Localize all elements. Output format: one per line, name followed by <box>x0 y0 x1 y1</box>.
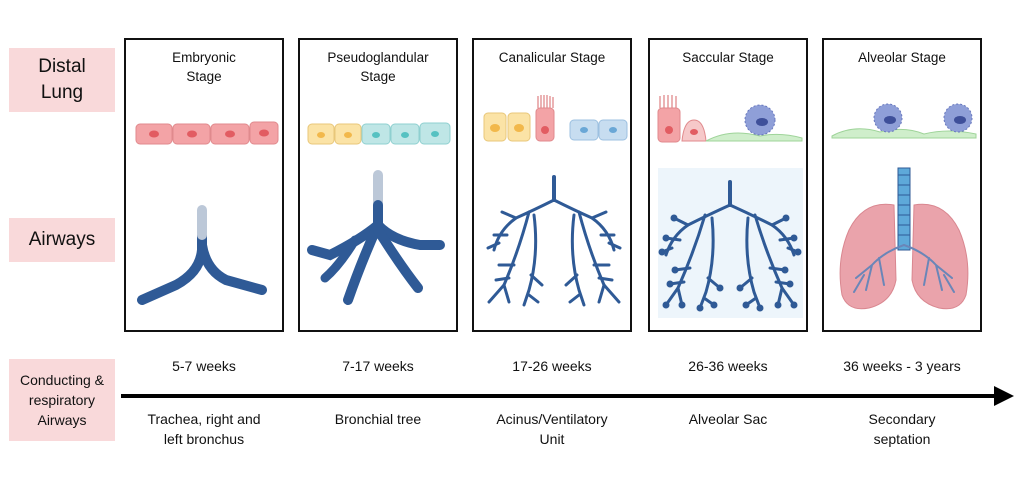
lungs-icon <box>839 167 969 310</box>
alveolar-illustration <box>831 103 977 310</box>
epithelial-cells <box>307 122 451 145</box>
row-label-conducting-text: Conducting & respiratory Airways <box>19 372 105 428</box>
alveolar-sac-tips <box>658 214 802 312</box>
pseudoglandular-illustration <box>307 122 451 305</box>
stage-description-canalicular: Acinus/Ventilatory Unit <box>496 411 608 447</box>
stage-description-pseudoglandular: Bronchial tree <box>334 411 422 427</box>
stage-panel-alveolar: Alveolar Stage <box>822 38 982 332</box>
saccular-illustration <box>657 95 803 318</box>
epithelial-cells <box>657 95 803 143</box>
timeline-arrowhead <box>994 386 1014 406</box>
stage-weeks-embryonic: 5-7 weeks <box>172 358 236 374</box>
stage-description-alveolar: Secondary septation <box>868 411 936 447</box>
stage-panel-embryonic: Embryonic Stage <box>124 38 284 332</box>
stage-title: Saccular Stage <box>682 50 774 65</box>
epithelial-cells <box>483 95 628 142</box>
stage-weeks-pseudoglandular: 7-17 weeks <box>342 358 414 374</box>
row-label-distal-lung-text: Distal Lung <box>38 56 86 103</box>
stage-title: Alveolar Stage <box>858 50 946 65</box>
stage-description-saccular: Alveolar Sac <box>688 411 768 427</box>
stage-panel-pseudoglandular: Pseudoglandular Stage <box>298 38 458 332</box>
embryonic-illustration <box>135 121 279 305</box>
stage-weeks-saccular: 26-36 weeks <box>688 358 768 374</box>
branching-airway-sacs <box>660 180 800 310</box>
row-label-airways: Airways <box>9 218 115 262</box>
stage-weeks-alveolar: 36 weeks - 3 years <box>843 358 961 374</box>
stage-weeks-canalicular: 17-26 weeks <box>512 358 592 374</box>
row-label-airways-text: Airways <box>28 229 96 250</box>
stage-title: Pseudoglandular Stage <box>327 50 429 84</box>
branching-airway <box>486 175 622 307</box>
airway-bud <box>137 205 267 305</box>
epithelial-cells <box>135 121 279 145</box>
branching-airway <box>307 170 445 305</box>
stage-description-embryonic: Trachea, right and left bronchus <box>147 411 261 447</box>
row-label-conducting-airways: Conducting & respiratory Airways <box>9 359 115 441</box>
epithelial-cells <box>831 103 977 139</box>
stage-title: Embryonic Stage <box>172 50 236 84</box>
stage-title: Canalicular Stage <box>498 50 606 65</box>
canalicular-illustration <box>483 95 628 307</box>
stage-panel-canalicular: Canalicular Stage <box>472 38 632 332</box>
row-label-distal-lung: Distal Lung <box>9 48 115 112</box>
stage-panel-saccular: Saccular Stage <box>648 38 808 332</box>
